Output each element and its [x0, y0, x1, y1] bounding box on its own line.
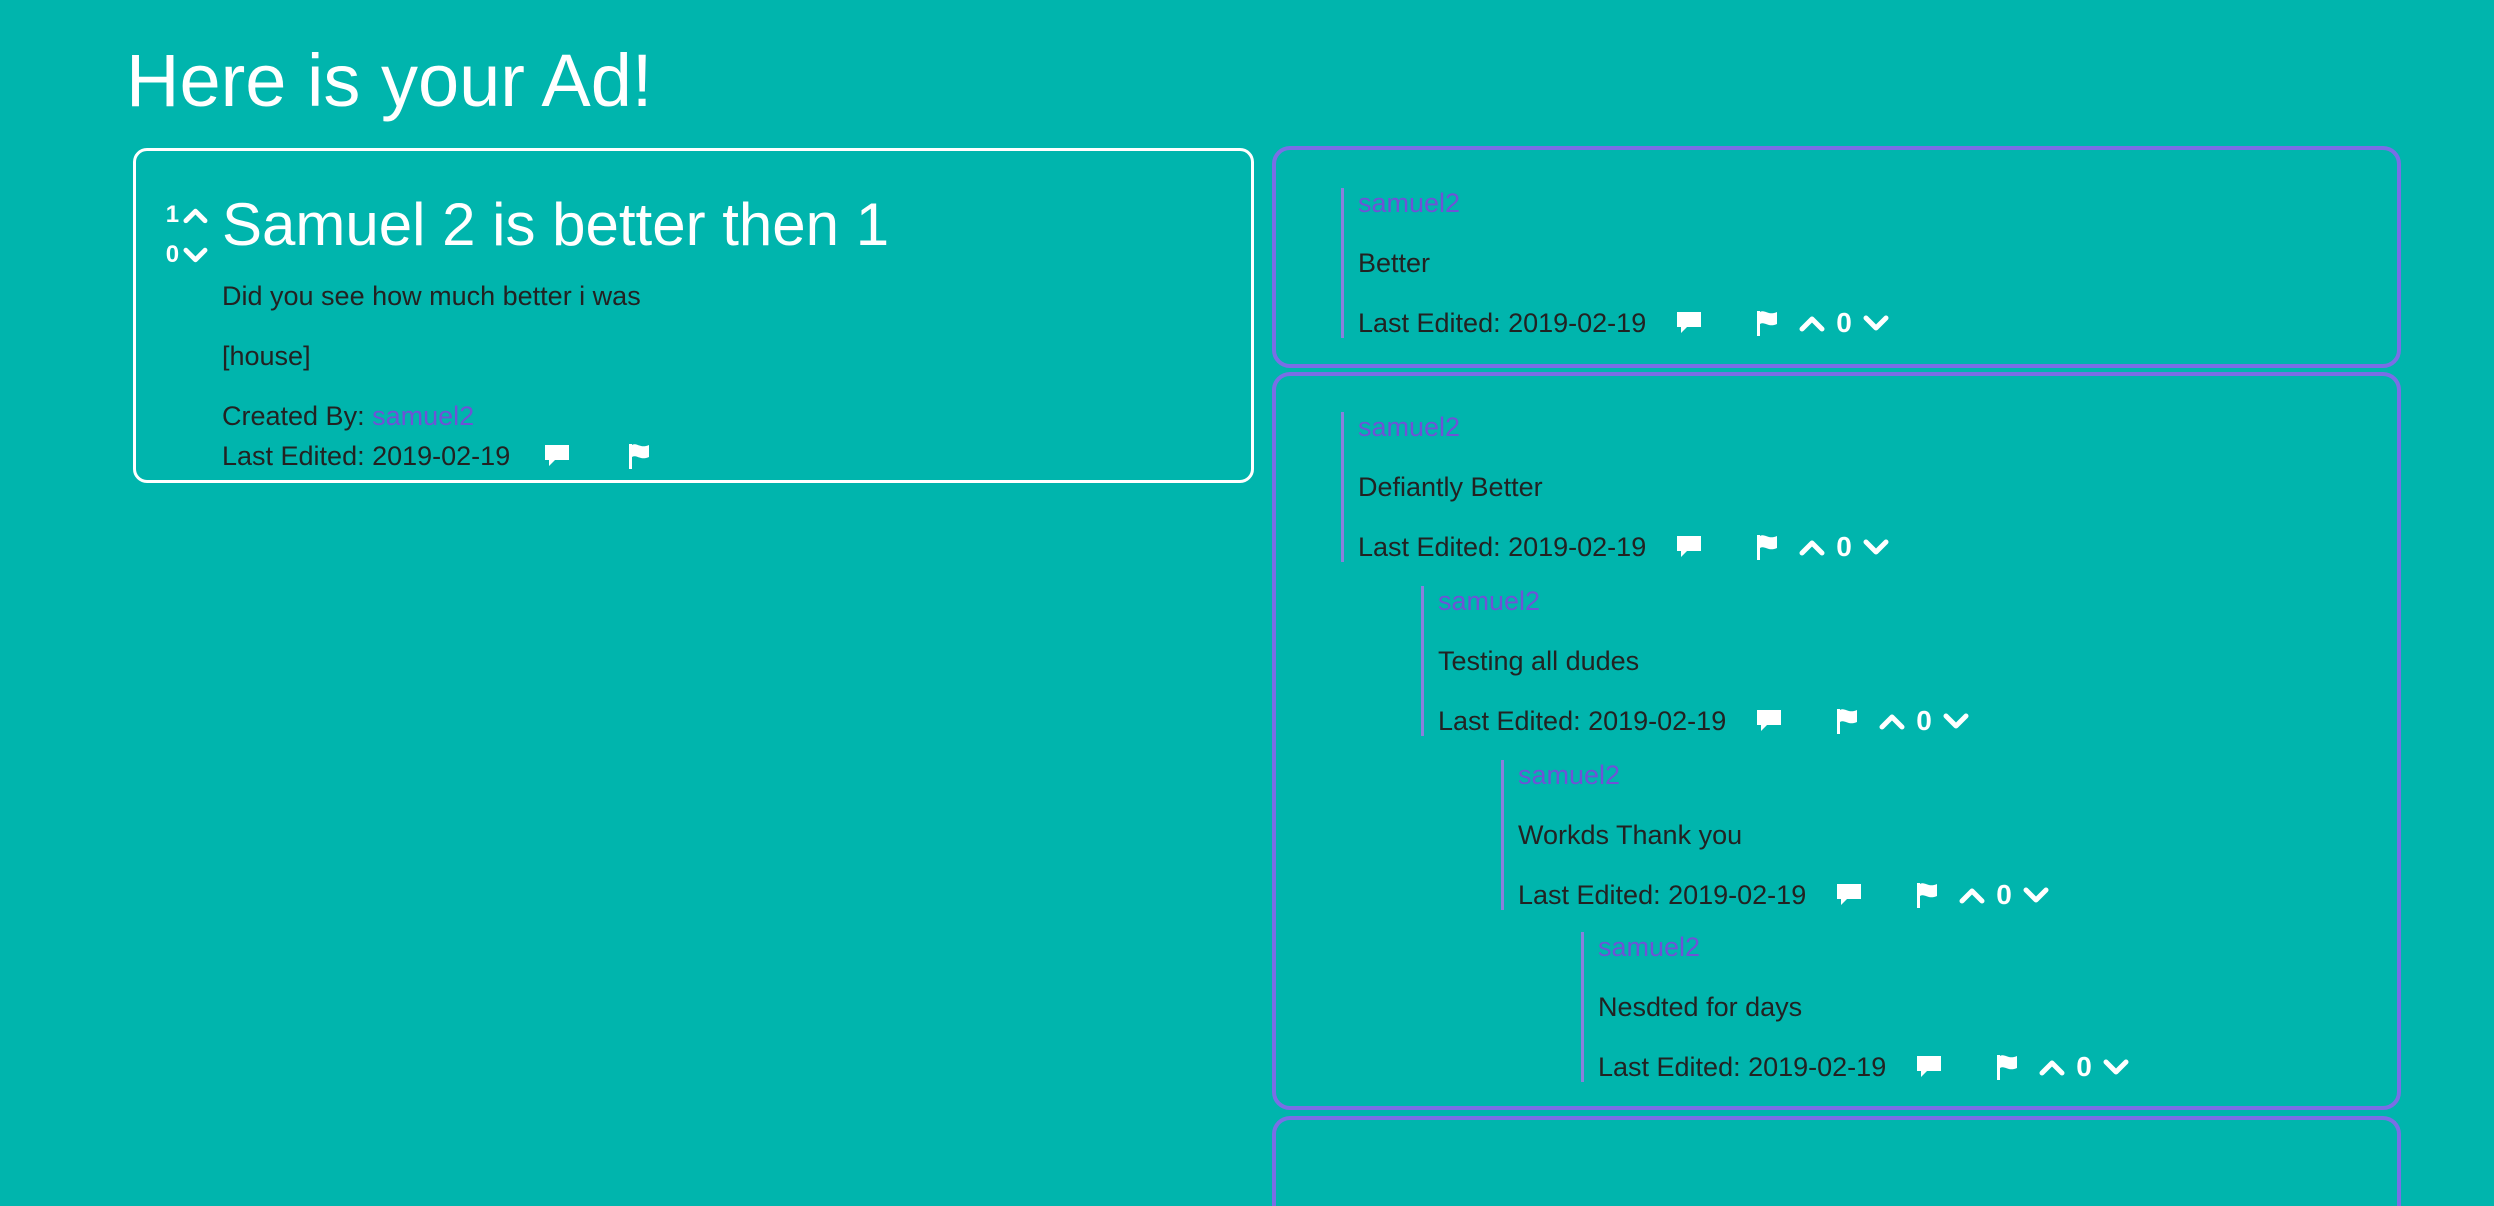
comment-score: 0 [1836, 307, 1852, 338]
comment-body: Better [1358, 248, 1431, 278]
chevron-down-icon[interactable] [2022, 885, 2050, 905]
speech-bubble-icon[interactable] [1754, 708, 1784, 734]
last-edited-text: Last Edited: 2019-02-19 [1358, 307, 1647, 338]
comment-author-link[interactable]: samuel2 [1358, 412, 1461, 442]
comment-author-link[interactable]: samuel2 [1438, 586, 1541, 616]
page-title: Here is your Ad! [126, 39, 653, 122]
comment-meta: Last Edited: 2019-02-19 0 [1598, 1051, 2130, 1082]
chevron-up-icon[interactable] [2038, 1057, 2066, 1077]
comment-card-partial [1272, 1116, 2401, 1206]
last-edited-text: Last Edited: 2019-02-19 [1518, 879, 1807, 910]
ad-upvote-count: 1 [165, 201, 180, 228]
flag-icon[interactable] [1994, 1053, 2020, 1081]
chevron-down-icon[interactable] [2102, 1057, 2130, 1077]
comment-meta: Last Edited: 2019-02-19 0 [1358, 307, 1890, 338]
comment-meta: Last Edited: 2019-02-19 0 [1438, 705, 1970, 736]
ad-downvote-count: 0 [165, 241, 180, 268]
ad-meta: Last Edited: 2019-02-19 [222, 439, 652, 473]
chevron-up-icon[interactable] [1798, 537, 1826, 557]
comment-body: Defiantly Better [1358, 472, 1543, 502]
comment-body: Testing all dudes [1438, 646, 1640, 676]
comment-author-link[interactable]: samuel2 [1358, 188, 1461, 218]
comment-meta: Last Edited: 2019-02-19 0 [1358, 531, 1890, 562]
chevron-down-icon[interactable] [1862, 537, 1890, 557]
speech-bubble-icon[interactable] [1674, 534, 1704, 560]
ad-tags: [house] [222, 341, 311, 371]
chevron-down-icon[interactable] [183, 246, 208, 264]
comment-author-link[interactable]: samuel2 [1518, 760, 1621, 790]
comment-reply: samuel2 Nesdted for days Last Edited: 20… [1581, 932, 2130, 1082]
last-edited-text: Last Edited: 2019-02-19 [1438, 705, 1727, 736]
comment-score: 0 [1916, 705, 1932, 736]
chevron-down-icon[interactable] [1942, 711, 1970, 731]
comment-score: 0 [2076, 1051, 2092, 1082]
flag-icon[interactable] [1754, 309, 1780, 337]
ad-card: 1 0 Samuel 2 is better then 1 Did you se… [133, 148, 1254, 483]
comment-card: samuel2 Better Last Edited: 2019-02-19 0 [1272, 146, 2401, 368]
author-link[interactable]: samuel2 [372, 401, 475, 431]
speech-bubble-icon[interactable] [1834, 882, 1864, 908]
comment: samuel2 Defiantly Better Last Edited: 20… [1341, 412, 1890, 562]
comment-reply: samuel2 Testing all dudes Last Edited: 2… [1421, 586, 1970, 736]
chevron-up-icon[interactable] [1798, 313, 1826, 333]
comment-meta: Last Edited: 2019-02-19 0 [1518, 879, 2050, 910]
chevron-up-icon[interactable] [1958, 885, 1986, 905]
ad-description: Did you see how much better i was [222, 281, 641, 311]
speech-bubble-icon[interactable] [1914, 1054, 1944, 1080]
last-edited-text: Last Edited: 2019-02-19 [1598, 1051, 1887, 1082]
chevron-down-icon[interactable] [1862, 313, 1890, 333]
comment-score: 0 [1996, 879, 2012, 910]
comment-card: samuel2 Defiantly Better Last Edited: 20… [1272, 372, 2401, 1110]
flag-icon[interactable] [1914, 881, 1940, 909]
ad-vote-controls: 1 0 [158, 195, 208, 275]
comment-score: 0 [1836, 531, 1852, 562]
comment-body: Nesdted for days [1598, 992, 1803, 1022]
flag-icon[interactable] [1754, 533, 1780, 561]
comment-body: Workds Thank you [1518, 820, 1743, 850]
flag-icon[interactable] [1834, 707, 1860, 735]
chevron-up-icon[interactable] [183, 206, 208, 224]
chevron-up-icon[interactable] [1878, 711, 1906, 731]
comment-author-link[interactable]: samuel2 [1598, 932, 1701, 962]
created-by-label: Created By: [222, 401, 365, 431]
last-edited-text: Last Edited: 2019-02-19 [1358, 531, 1647, 562]
ad-title: Samuel 2 is better then 1 [222, 191, 890, 258]
comment-reply: samuel2 Workds Thank you Last Edited: 20… [1501, 760, 2050, 910]
comment: samuel2 Better Last Edited: 2019-02-19 0 [1341, 188, 1890, 338]
speech-bubble-icon[interactable] [1674, 310, 1704, 336]
speech-bubble-icon[interactable] [542, 443, 572, 469]
ad-created-by: Created By: samuel2 [222, 399, 474, 433]
last-edited-text: Last Edited: 2019-02-19 [222, 441, 511, 471]
flag-icon[interactable] [626, 442, 652, 470]
